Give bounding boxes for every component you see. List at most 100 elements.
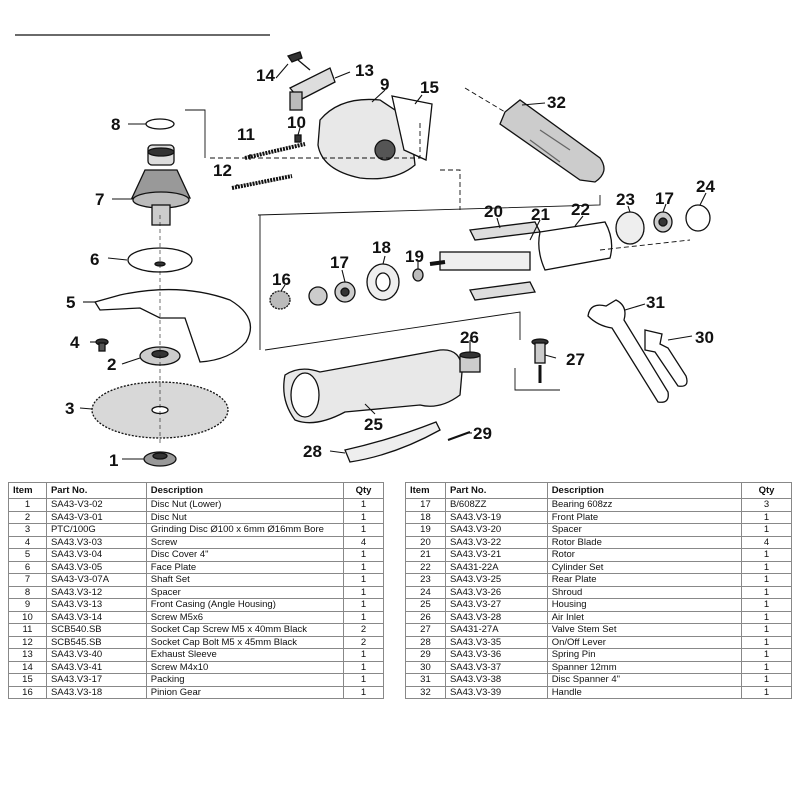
part-packing-15 bbox=[391, 95, 433, 161]
item-cell: 22 bbox=[405, 560, 446, 574]
callout-11: 11 bbox=[237, 125, 255, 144]
callout-10: 10 bbox=[287, 113, 306, 132]
item-cell: 18 bbox=[405, 510, 446, 524]
part-disc-spanner-31 bbox=[587, 299, 669, 403]
item-cell: 7 bbox=[8, 573, 47, 587]
description-cell: Disc Cover 4" bbox=[145, 548, 345, 562]
callout-3: 3 bbox=[65, 399, 74, 418]
callout-8: 8 bbox=[111, 115, 120, 134]
part-no-cell: SA43-V3-01 bbox=[45, 510, 147, 524]
part-no-cell: SA43.V3-19 bbox=[444, 510, 548, 524]
item-cell: 4 bbox=[8, 535, 47, 549]
callout-24: 24 bbox=[696, 177, 715, 196]
description-cell: Spring Pin bbox=[546, 648, 743, 662]
description-cell: Housing bbox=[546, 598, 743, 612]
description-cell: Valve Stem Set bbox=[546, 623, 743, 637]
callout-32: 32 bbox=[547, 93, 566, 112]
part-spanner-30 bbox=[644, 329, 688, 387]
callout-13: 13 bbox=[355, 61, 374, 80]
part-no-cell: B/608ZZ bbox=[444, 498, 548, 512]
part-housing-25 bbox=[283, 349, 463, 424]
item-cell: 24 bbox=[405, 585, 446, 599]
qty-cell: 1 bbox=[741, 610, 792, 624]
qty-cell: 1 bbox=[741, 635, 792, 649]
item-cell: 19 bbox=[405, 523, 446, 537]
part-spacer-8 bbox=[145, 118, 175, 130]
item-cell: 30 bbox=[405, 660, 446, 674]
part-bearing-17 bbox=[308, 211, 673, 306]
callout-22: 22 bbox=[571, 200, 590, 219]
qty-cell: 1 bbox=[741, 573, 792, 587]
qty-cell: 1 bbox=[741, 523, 792, 537]
description-cell: Front Casing (Angle Housing) bbox=[145, 598, 345, 612]
callout-19: 19 bbox=[405, 247, 424, 266]
part-no-cell: SA43.V3-35 bbox=[444, 635, 548, 649]
part-no-cell: PTC/100G bbox=[45, 523, 147, 537]
header-part-no: Part No. bbox=[444, 482, 548, 499]
part-spring-pin-29 bbox=[447, 431, 471, 441]
header-part-no: Part No. bbox=[45, 482, 147, 499]
qty-cell: 2 bbox=[343, 623, 384, 637]
part-no-cell: SA43.V3-03 bbox=[45, 535, 147, 549]
description-cell: Spacer bbox=[145, 585, 345, 599]
part-screw-4 bbox=[95, 338, 109, 352]
qty-cell: 1 bbox=[741, 648, 792, 662]
description-cell: Socket Cap Bolt M5 x 45mm Black bbox=[145, 635, 345, 649]
description-cell: Spanner 12mm bbox=[546, 660, 743, 674]
part-cylinder-set-22 bbox=[538, 221, 613, 271]
qty-cell: 1 bbox=[741, 660, 792, 674]
part-shroud-24 bbox=[685, 204, 711, 232]
part-no-cell: SA43-V3-02 bbox=[45, 498, 147, 512]
part-no-cell: SA43.V3-38 bbox=[444, 673, 548, 687]
part-no-cell: SA43.V3-37 bbox=[444, 660, 548, 674]
part-no-cell: SA43.V3-36 bbox=[444, 648, 548, 662]
item-cell: 29 bbox=[405, 648, 446, 662]
header-description: Description bbox=[145, 482, 345, 499]
item-cell: 27 bbox=[405, 623, 446, 637]
item-cell: 13 bbox=[8, 648, 47, 662]
callout-4: 4 bbox=[70, 333, 80, 352]
description-cell: Rotor bbox=[546, 548, 743, 562]
qty-cell: 1 bbox=[741, 598, 792, 612]
description-cell: Air Inlet bbox=[546, 610, 743, 624]
description-cell: Screw M5x6 bbox=[145, 610, 345, 624]
part-disc-cover-5 bbox=[93, 288, 251, 363]
part-no-cell: SA43.V3-04 bbox=[45, 548, 147, 562]
description-cell: Grinding Disc Ø100 x 6mm Ø16mm Bore bbox=[145, 523, 345, 537]
part-exhaust-sleeve-13 bbox=[288, 67, 336, 111]
item-cell: 12 bbox=[8, 635, 47, 649]
part-no-cell: SA43.V3-28 bbox=[444, 610, 548, 624]
callout-28: 28 bbox=[303, 442, 322, 461]
item-cell: 11 bbox=[8, 623, 47, 637]
qty-cell: 1 bbox=[741, 510, 792, 524]
qty-cell: 1 bbox=[343, 585, 384, 599]
part-no-cell: SA43-V3-07A bbox=[45, 573, 147, 587]
description-cell: Packing bbox=[145, 673, 345, 687]
part-no-cell: SA43.V3-17 bbox=[45, 673, 147, 687]
part-pinion-gear-16 bbox=[269, 290, 291, 310]
item-cell: 23 bbox=[405, 573, 446, 587]
description-cell: Face Plate bbox=[145, 560, 345, 574]
part-no-cell: SA43.V3-13 bbox=[45, 598, 147, 612]
qty-cell: 2 bbox=[343, 635, 384, 649]
qty-cell: 1 bbox=[741, 685, 792, 699]
part-rear-plate-23 bbox=[615, 211, 645, 245]
